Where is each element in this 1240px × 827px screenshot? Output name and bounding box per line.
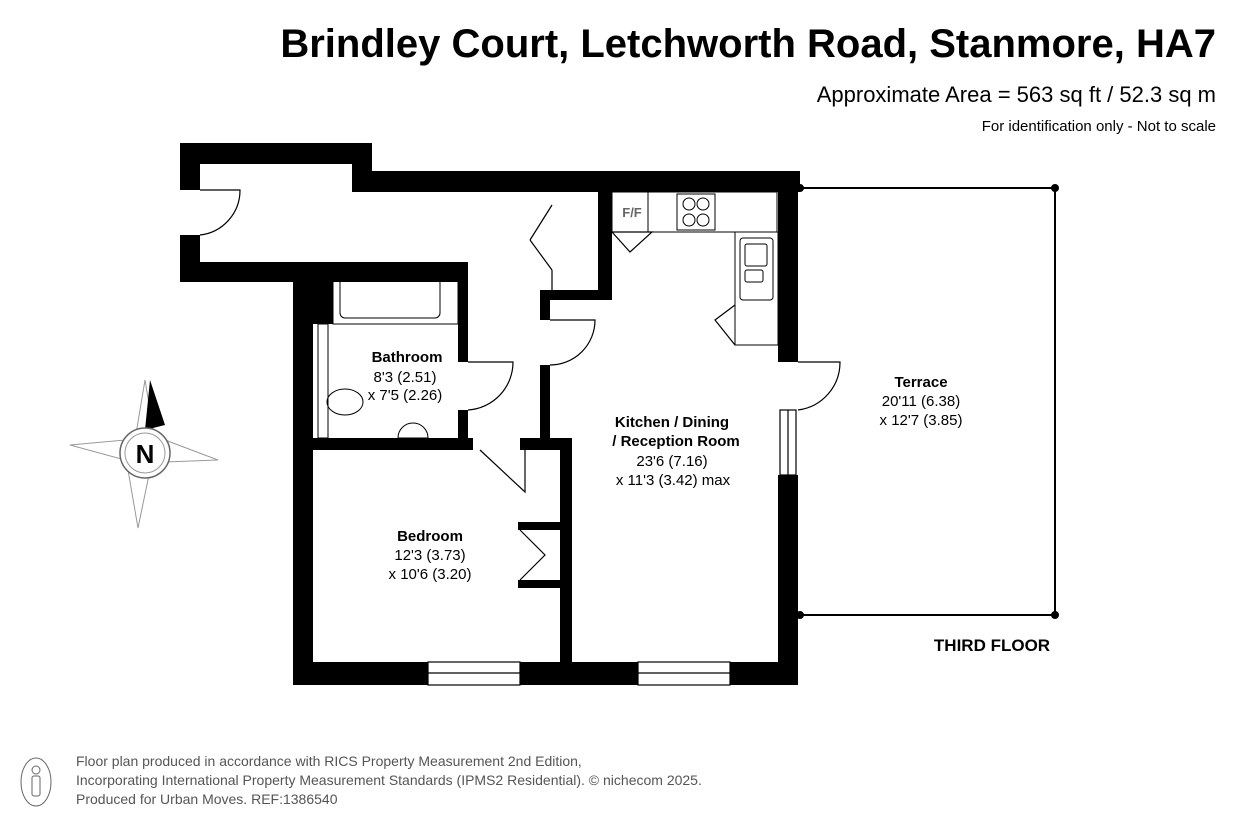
room-dimension: x 11'3 (3.42) max bbox=[616, 472, 731, 489]
room-label-kitchen: Kitchen / Dining / Reception Room 23'6 (… bbox=[612, 414, 740, 489]
scale-note: For identification only - Not to scale bbox=[981, 118, 1216, 135]
walls bbox=[180, 143, 800, 685]
room-label-bathroom: Bathroom 8'3 (2.51) x 7'5 (2.26) bbox=[368, 349, 443, 404]
room-dimension: 23'6 (7.16) bbox=[636, 453, 707, 470]
room-label-terrace: Terrace 20'11 (6.38) x 12'7 (3.85) bbox=[880, 374, 963, 429]
room-name: Terrace bbox=[894, 374, 947, 391]
room-name: Bedroom bbox=[397, 528, 463, 545]
room-dimension: 20'11 (6.38) bbox=[882, 393, 960, 410]
approximate-area: Approximate Area = 563 sq ft / 52.3 sq m bbox=[816, 82, 1216, 107]
footer-line: Floor plan produced in accordance with R… bbox=[76, 753, 582, 769]
room-dimension: x 7'5 (2.26) bbox=[368, 387, 443, 404]
windows bbox=[427, 409, 797, 686]
compass-north-label: N bbox=[136, 439, 155, 469]
room-label-bedroom: Bedroom 12'3 (3.73) x 10'6 (3.20) bbox=[389, 528, 472, 583]
room-dimension: x 12'7 (3.85) bbox=[880, 412, 963, 429]
compass-icon: N bbox=[69, 379, 219, 529]
fridge-freezer-label: F/F bbox=[622, 205, 642, 220]
property-title: Brindley Court, Letchworth Road, Stanmor… bbox=[280, 22, 1216, 66]
floor-label: THIRD FLOOR bbox=[934, 636, 1050, 655]
room-name: / Reception Room bbox=[612, 433, 740, 450]
doors bbox=[199, 189, 841, 581]
footer-line: Incorporating International Property Mea… bbox=[76, 772, 702, 788]
room-dimension: x 10'6 (3.20) bbox=[389, 566, 472, 583]
room-name: Bathroom bbox=[372, 349, 443, 366]
footer: Floor plan produced in accordance with R… bbox=[76, 752, 702, 809]
room-name: Kitchen / Dining bbox=[615, 414, 729, 431]
terrace-outline bbox=[796, 184, 1059, 619]
person-icon bbox=[20, 757, 52, 807]
room-dimension: 12'3 (3.73) bbox=[394, 547, 465, 564]
fixtures bbox=[317, 191, 779, 439]
footer-line: Produced for Urban Moves. REF:1386540 bbox=[76, 791, 338, 807]
room-dimension: 8'3 (2.51) bbox=[374, 369, 437, 386]
